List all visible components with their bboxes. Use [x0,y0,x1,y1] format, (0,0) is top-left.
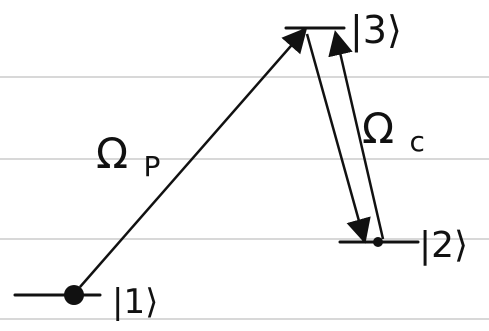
pump-omega-symbol: Ω [96,129,128,178]
population-dot-level-1 [64,285,84,305]
level-1-label: |1⟩ [112,282,158,322]
pump-rabi-label: Ω P [96,129,160,183]
coupling-up-arrow [328,30,385,240]
transitions [79,27,385,288]
level-3-label: |3⟩ [350,8,402,53]
ruled-lines [0,76,489,320]
level-2-label: |2⟩ [419,225,468,266]
coupling-subscript: c [409,125,424,158]
coupling-down-arrow [305,33,371,244]
pump-transition-arrow [79,27,308,288]
coupling-omega-symbol: Ω [362,104,394,153]
population-dot-level-2 [373,237,383,247]
coupling-rabi-label: Ω c [362,104,425,158]
pump-subscript: P [143,150,160,183]
energy-levels [13,26,420,297]
